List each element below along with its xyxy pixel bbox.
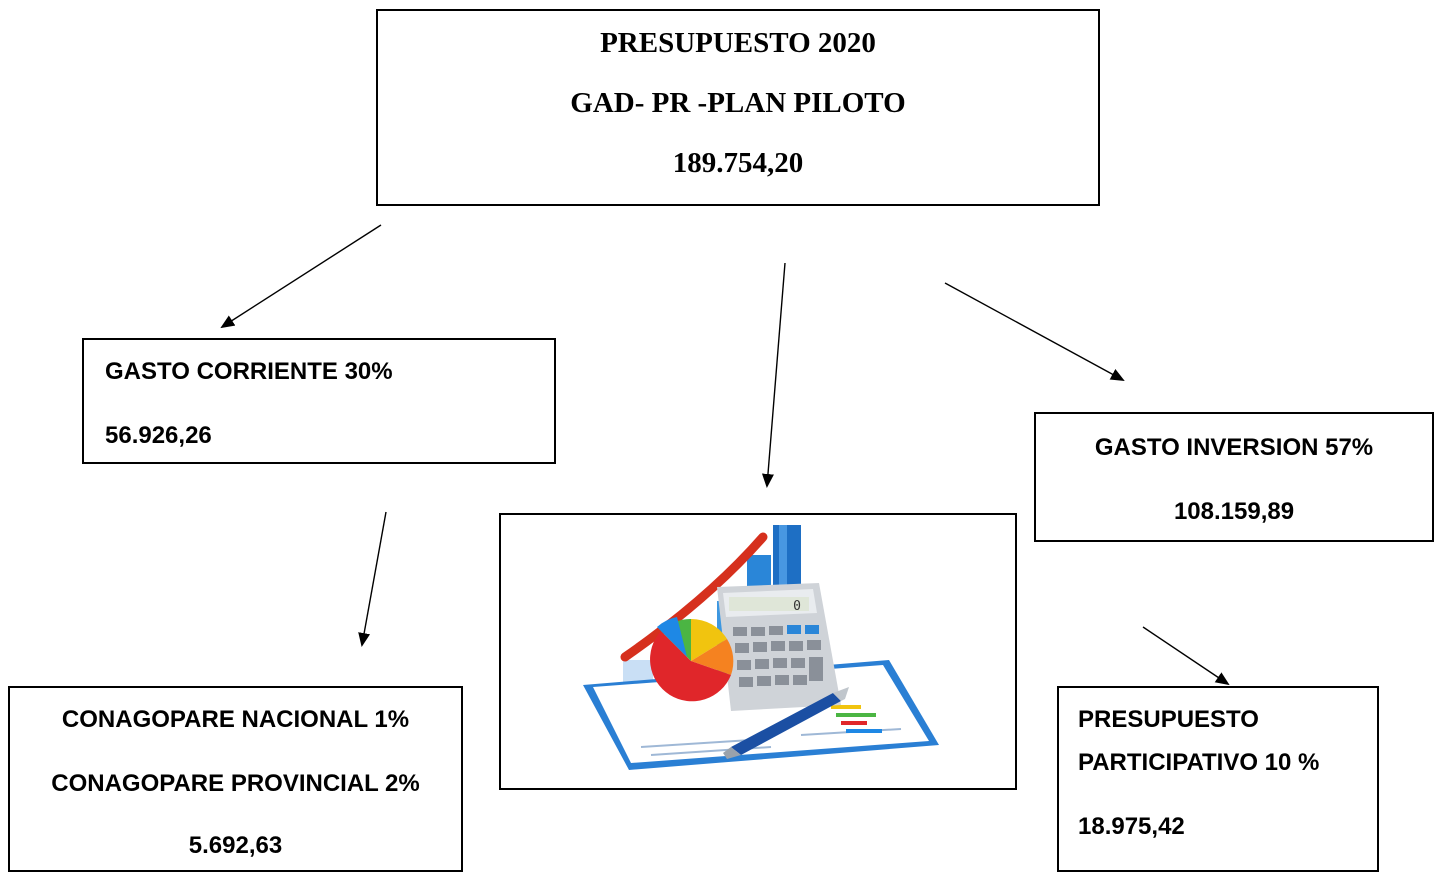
gasto-corriente-box: GASTO CORRIENTE 30% 56.926,26: [82, 338, 556, 464]
participativo-title-line1: PRESUPUESTO: [1078, 706, 1259, 733]
budget-total-box: PRESUPUESTO 2020 GAD- PR -PLAN PILOTO 18…: [376, 9, 1100, 206]
gasto-corriente-value: 56.926,26: [105, 422, 212, 449]
conagopare-value: 5.692,63: [188, 832, 283, 859]
arrow-to-gasto-corriente: [220, 224, 382, 329]
gasto-inversion-box: GASTO INVERSION 57% 108.159,89: [1034, 412, 1434, 542]
conagopare-provincial-label: CONAGOPARE PROVINCIAL 2%: [51, 770, 420, 797]
arrow-to-illustration: [761, 262, 786, 488]
calculator-display: 0: [793, 599, 801, 614]
gasto-inversion-value: 108.159,89: [1173, 498, 1295, 525]
budget-total-value: 189.754,20: [672, 147, 804, 179]
illustration-box: 0: [499, 513, 1017, 790]
arrow-to-conagopare: [358, 511, 387, 647]
arrow-to-gasto-inversion: [944, 282, 1125, 381]
accounting-calculator-chart-icon: 0: [583, 525, 939, 770]
budget-title: PRESUPUESTO 2020: [600, 27, 876, 59]
gasto-inversion-title: GASTO INVERSION 57%: [1094, 434, 1374, 461]
conagopare-nacional-label: CONAGOPARE NACIONAL 1%: [61, 706, 410, 733]
arrow-to-participativo: [1142, 626, 1230, 686]
presupuesto-participativo-box: PRESUPUESTO PARTICIPATIVO 10 % 18.975,42: [1057, 686, 1379, 872]
participativo-title-line2: PARTICIPATIVO 10 %: [1078, 749, 1320, 776]
conagopare-box: CONAGOPARE NACIONAL 1% CONAGOPARE PROVIN…: [8, 686, 463, 872]
budget-entity: GAD- PR -PLAN PILOTO: [570, 87, 906, 119]
gasto-corriente-title: GASTO CORRIENTE 30%: [105, 358, 393, 385]
participativo-value: 18.975,42: [1078, 813, 1185, 840]
